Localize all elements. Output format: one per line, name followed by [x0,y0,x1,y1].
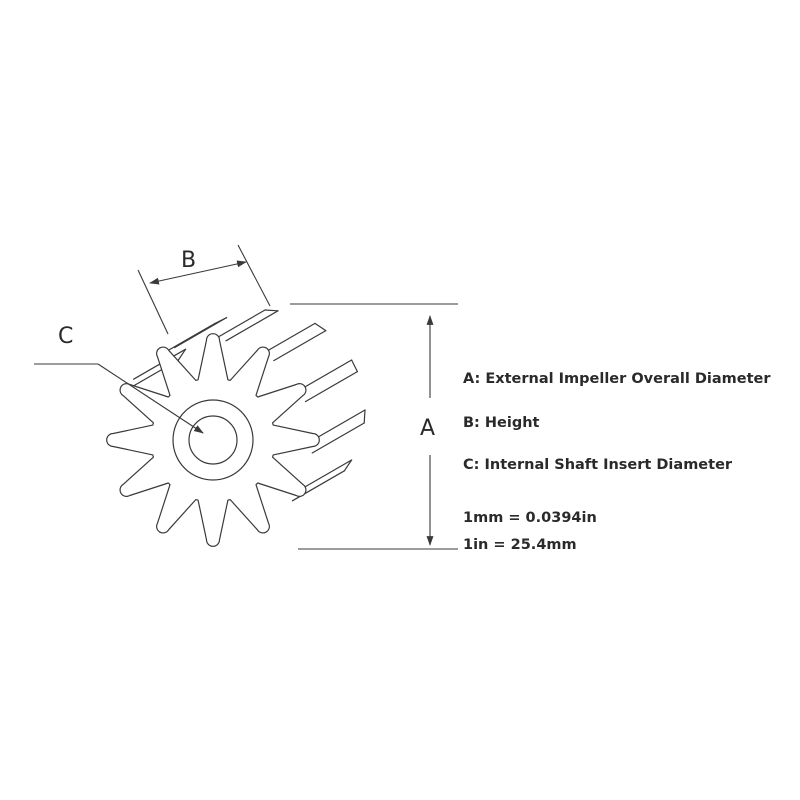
dimension-b-arrow [149,260,247,285]
blade-ridge [311,422,365,454]
blade-ridge-cap [214,317,228,324]
legend-b: B: Height [463,415,540,431]
blade-ridge [162,322,216,354]
blade-ridge-cap [363,409,366,424]
impeller-outline [106,309,366,547]
dimension-a [290,303,458,550]
blade-ridge [312,409,366,441]
blade-ridge [212,309,266,341]
dimension-c-arrow [97,363,204,434]
blade-ridge-cap [314,322,327,332]
blade-ridge [304,371,358,403]
blade-ridge [273,330,327,362]
blade-ridge-cap [343,459,353,472]
blade-ridge [262,322,316,354]
blade-ridge [225,310,279,342]
blade-ridge [299,359,353,391]
shaft-bore [188,415,238,465]
dimension-c-label: C [58,324,73,349]
dimension-a-label: A [420,416,435,441]
blade-ridge-cap [177,348,187,361]
legend-a: A: External Impeller Overall Diameter [463,371,771,387]
blade-ridge-cap [264,309,279,312]
dimension-c [34,363,204,434]
dimension-b-extension-left [137,269,169,335]
legend-c: C: Internal Shaft Insert Diameter [463,457,733,473]
blade-ridge [299,459,353,491]
impeller-hub [172,399,254,481]
dimension-b-label: B [181,248,196,273]
conversion-mm-to-in: 1mm = 0.0394in [463,510,597,526]
dimension-b [137,244,271,335]
dimension-b-extension-right [237,244,271,307]
conversion-in-to-mm: 1in = 25.4mm [463,537,577,553]
blade-ridge-cap [351,359,358,373]
